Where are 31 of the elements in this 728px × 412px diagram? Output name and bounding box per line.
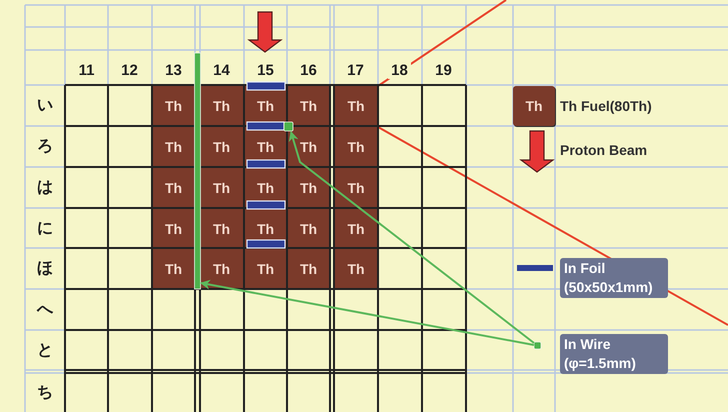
row-label: ち: [36, 383, 54, 403]
row-label: い: [36, 96, 54, 116]
fuel-cell: Th: [200, 126, 243, 167]
fuel-cell: Th: [200, 85, 243, 126]
fuel-cell: Th: [152, 126, 195, 167]
fuel-cell: Th: [152, 85, 195, 126]
fuel-cell: Th: [334, 248, 378, 289]
row-label: は: [36, 178, 54, 198]
column-number: 18: [388, 61, 411, 79]
fuel-cell: Th: [334, 85, 378, 126]
wire-marker: [534, 342, 542, 350]
legend-text: In Wire (φ=1.5mm): [560, 334, 668, 374]
wire-square: [284, 122, 294, 132]
fuel-cell: Th: [152, 248, 195, 289]
row-label: に: [36, 219, 54, 239]
fuel-cell: Th: [200, 208, 243, 249]
legend-text: In Foil (50x50x1mm): [560, 258, 668, 298]
row-label: ほ: [36, 259, 54, 279]
fuel-cell: Th: [244, 248, 287, 289]
legend-swatch: Th: [513, 86, 555, 126]
fuel-cell: Th: [152, 167, 195, 208]
legend-text: Th Fuel(80Th): [560, 97, 653, 116]
fuel-cell: Th: [287, 85, 330, 126]
row-label: ろ: [36, 137, 54, 157]
row-label: と: [36, 341, 54, 361]
fuel-cell: Th: [200, 167, 243, 208]
legend-text: Proton Beam: [560, 141, 648, 160]
fuel-cell: Th: [287, 248, 330, 289]
wire-bar: [194, 52, 201, 290]
row-label: へ: [36, 300, 54, 320]
fuel-cell: Th: [334, 126, 378, 167]
